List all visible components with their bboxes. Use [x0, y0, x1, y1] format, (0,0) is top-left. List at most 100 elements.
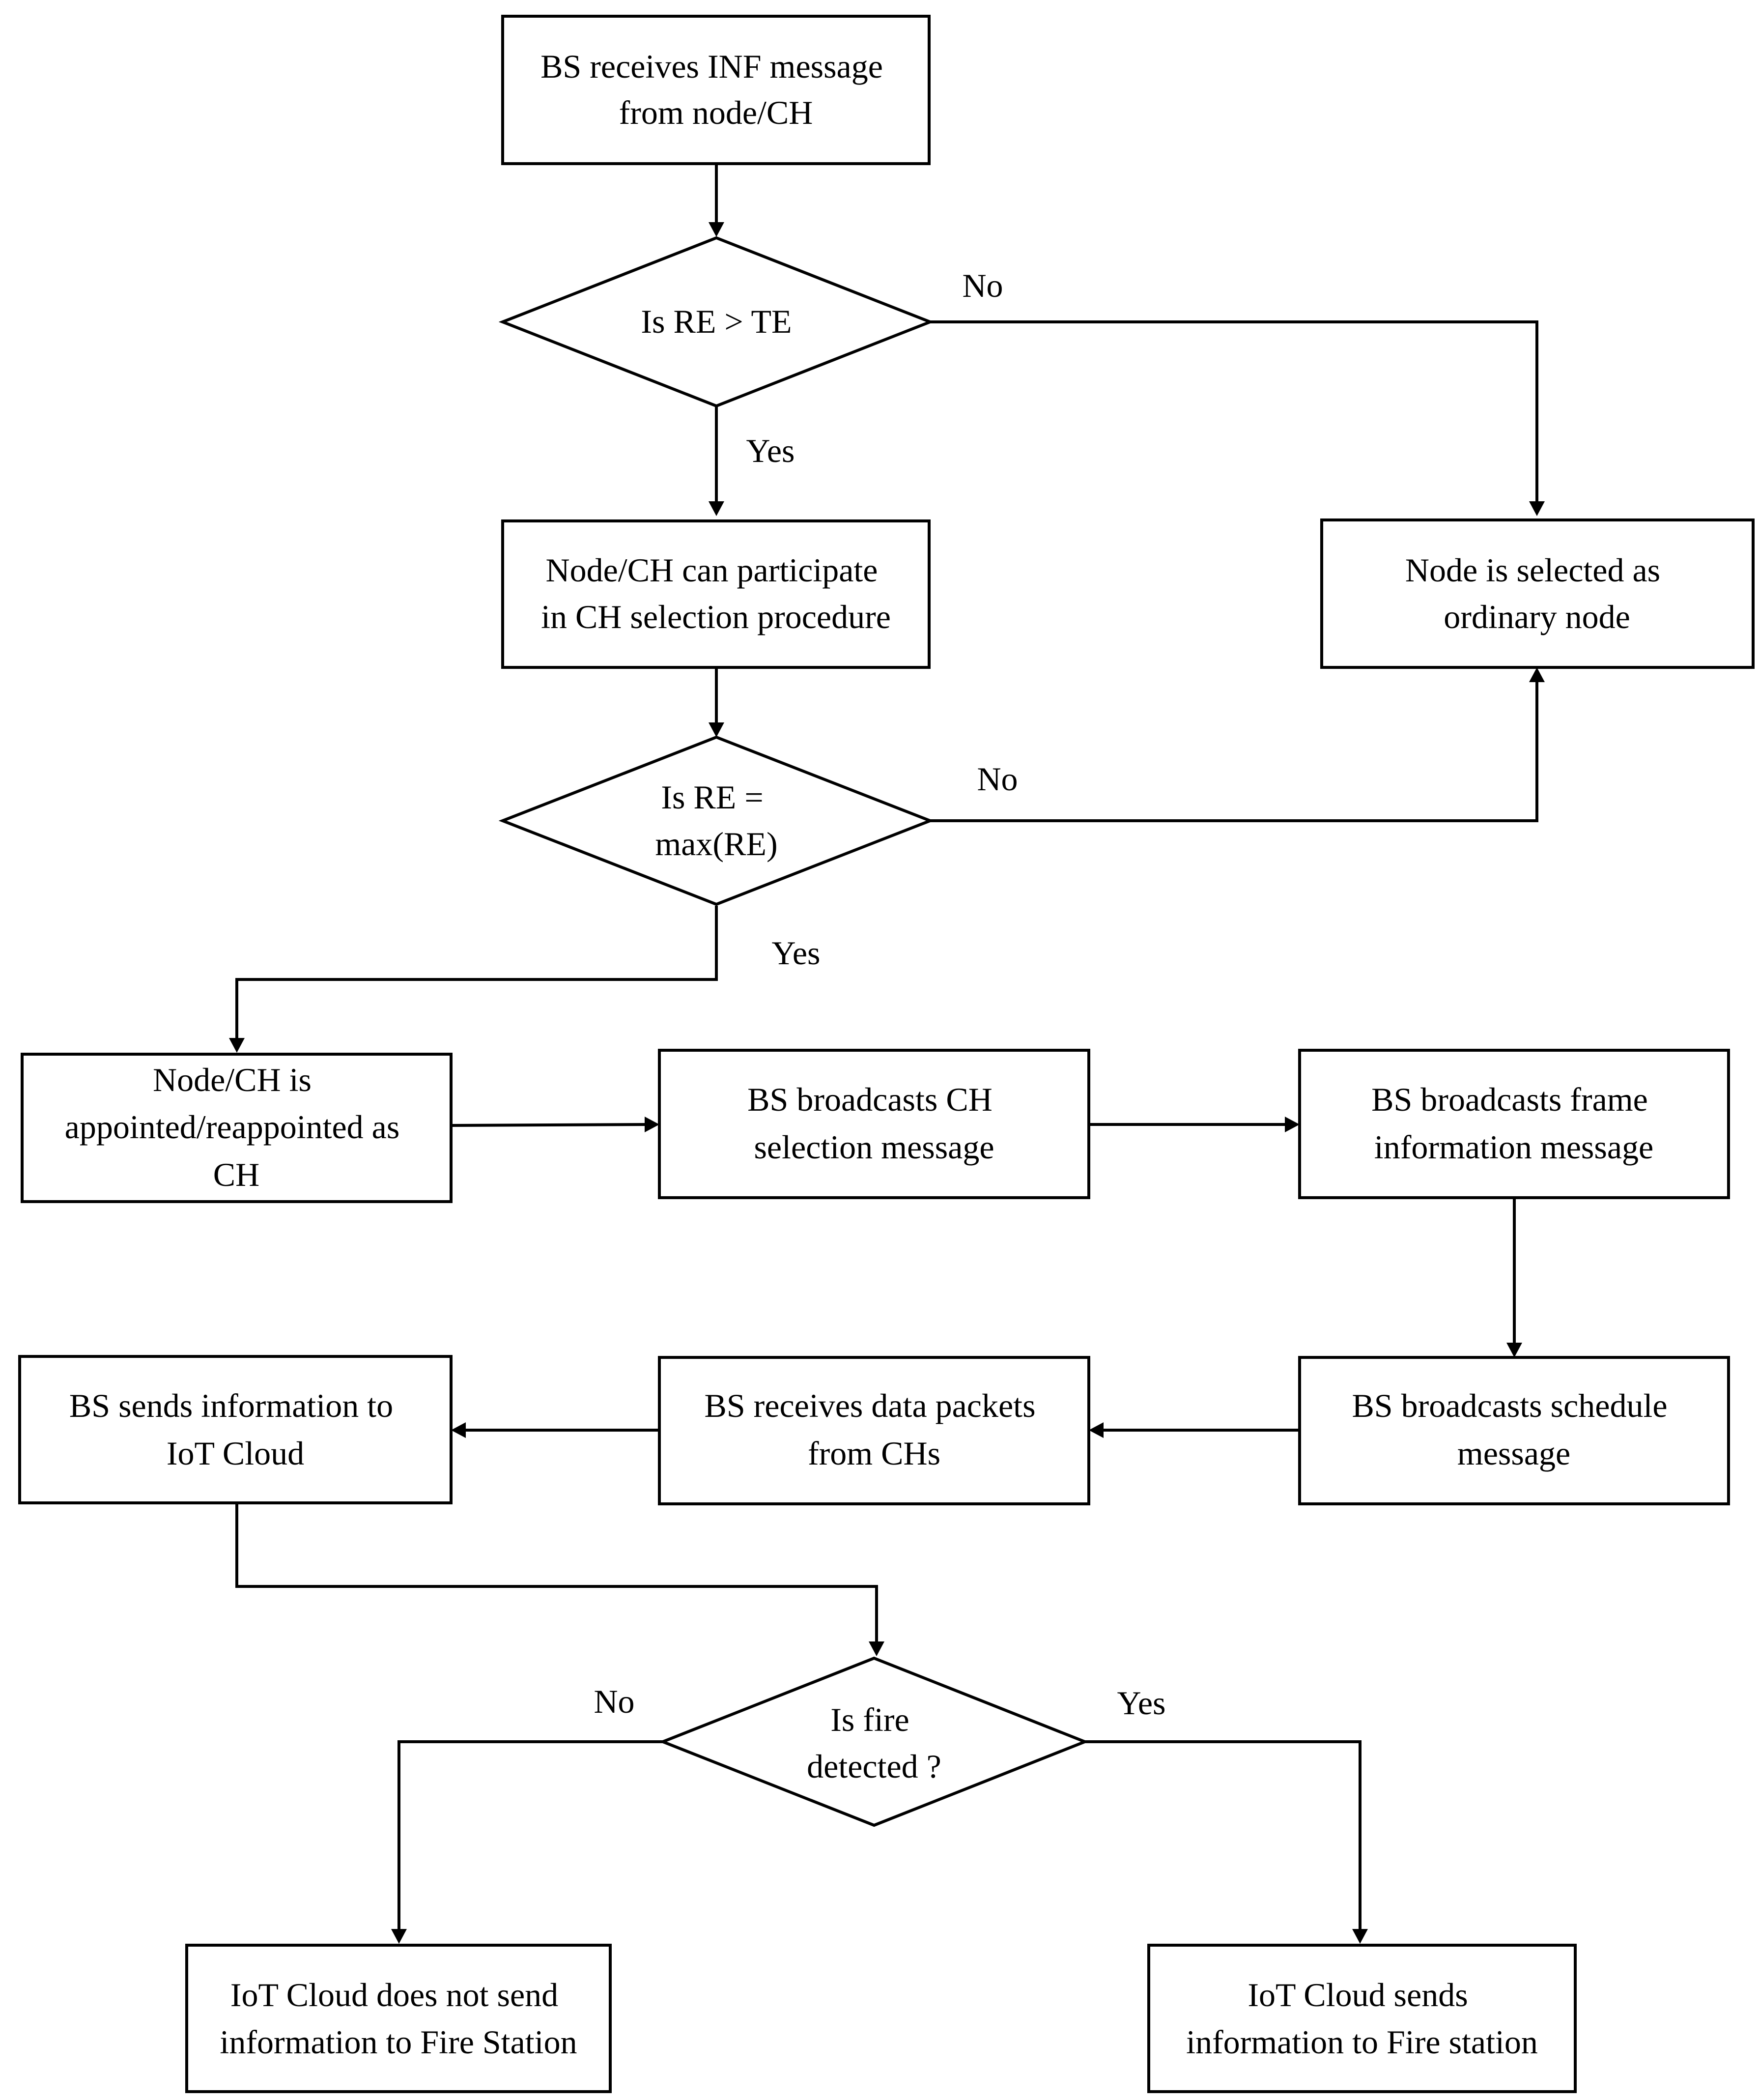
node-text-line: Is RE =	[661, 778, 763, 816]
node-broadcast-frame-info: BS broadcasts frame information message	[1298, 1049, 1730, 1199]
node-participate: Node/CH can participate in CH selection …	[501, 519, 931, 669]
decision-re-gt-te: Is RE > TE	[498, 236, 935, 408]
svg-text:Is fire detected ?: Is fire detected ?	[807, 1701, 941, 1785]
node-text-line: ordinary node	[1444, 598, 1630, 635]
node-text-line: BS broadcasts CH	[747, 1081, 993, 1118]
node-text-line: information to Fire Station	[220, 2023, 577, 2061]
edge-fire-yes	[1085, 1740, 1362, 1935]
edge-cloud-to-fire	[235, 1503, 878, 1648]
edge-label-yes: Yes	[1117, 1684, 1166, 1722]
process-box	[1147, 1944, 1577, 2093]
svg-text:Is RE = max(RE): Is RE = max(RE)	[655, 778, 777, 863]
svg-text:BS broadcasts CH selecti: BS broadcasts CH selection message	[747, 1081, 1001, 1166]
node-bs-receives-inf: BS receives INF message from node/CH	[501, 15, 931, 165]
edge-appointed-to-broadcast	[451, 1123, 652, 1127]
decision-fire-detected: Is fire detected ?	[658, 1656, 1089, 1827]
node-text-line: Is RE > TE	[641, 303, 792, 340]
node-text-line: CH	[213, 1156, 259, 1193]
node-text-line: IoT Cloud	[167, 1435, 304, 1472]
arrowhead	[869, 1641, 884, 1656]
edge-label-no: No	[962, 267, 1003, 304]
arrowhead	[229, 1038, 245, 1053]
node-text-line: information message	[1374, 1128, 1653, 1166]
svg-text:IoT Cloud does not send: IoT Cloud does not send information to F…	[220, 1976, 577, 2061]
node-text-line: IoT Cloud does not send	[230, 1976, 558, 2014]
arrowhead	[1529, 667, 1545, 682]
node-cloud-not-send: IoT Cloud does not send information to F…	[185, 1944, 612, 2093]
edge-label-yes: Yes	[746, 432, 795, 469]
edge-re-max-yes	[235, 906, 718, 1045]
node-cloud-sends: IoT Cloud sends information to Fire stat…	[1147, 1944, 1577, 2093]
edge-fire-no	[397, 1740, 663, 1935]
process-box	[1320, 518, 1755, 669]
node-text-line: Node/CH is	[153, 1061, 312, 1098]
svg-text:Node/CH can participate: Node/CH can participate in CH selection …	[541, 551, 891, 635]
process-box	[501, 15, 931, 165]
process-box	[658, 1049, 1090, 1199]
arrowhead	[1506, 1343, 1522, 1357]
arrowhead	[1089, 1422, 1104, 1438]
svg-text:BS broadcasts schedule m: BS broadcasts schedule message	[1352, 1387, 1675, 1472]
node-text-line: selection message	[754, 1128, 994, 1166]
node-text-line: IoT Cloud sends	[1248, 1976, 1468, 2014]
arrowhead	[1285, 1117, 1300, 1132]
decision-re-max: Is RE = max(RE)	[498, 735, 935, 906]
node-text-line: Is fire	[830, 1701, 909, 1738]
arrowhead	[709, 501, 724, 516]
svg-text:IoT Cloud sends informat: IoT Cloud sends information to Fire stat…	[1186, 1976, 1538, 2061]
decision-diamond	[498, 735, 935, 906]
node-text-line: detected ?	[807, 1748, 941, 1785]
edge-re-te-no	[930, 320, 1538, 508]
node-text-line: from CHs	[808, 1435, 940, 1472]
arrowhead	[1352, 1929, 1368, 1944]
node-broadcast-ch-selection: BS broadcasts CH selection message	[658, 1049, 1090, 1199]
svg-text:BS sends information to: BS sends information to IoT Cloud	[69, 1387, 401, 1472]
process-box	[658, 1356, 1090, 1505]
decision-diamond	[498, 236, 935, 408]
node-text-line: max(RE)	[655, 825, 777, 863]
node-text-line: BS broadcasts schedule	[1352, 1387, 1667, 1424]
node-broadcast-schedule: BS broadcasts schedule message	[1298, 1356, 1730, 1505]
node-text-line: BS receives INF message	[540, 48, 883, 85]
decision-diamond	[658, 1656, 1089, 1827]
process-box	[21, 1053, 453, 1203]
arrowhead	[1529, 501, 1545, 516]
arrowhead	[709, 222, 724, 237]
svg-text:BS broadcasts frame info: BS broadcasts frame information message	[1371, 1081, 1656, 1166]
node-sends-to-iot-cloud: BS sends information to IoT Cloud	[18, 1355, 453, 1504]
svg-text:BS receives INF message: BS receives INF message from node/CH	[540, 48, 891, 131]
process-box	[185, 1944, 612, 2093]
svg-text:Node is selected as ordi: Node is selected as ordinary node	[1405, 551, 1669, 635]
arrowhead	[391, 1929, 407, 1944]
node-appointed-ch: Node/CH is appointed/reappointed as CH	[21, 1053, 453, 1203]
edge-label-no: No	[594, 1683, 634, 1720]
node-text-line: appointed/reappointed as	[65, 1108, 400, 1146]
arrowhead	[451, 1422, 466, 1438]
process-box	[1298, 1356, 1730, 1505]
node-receives-data-packets: BS receives data packets from CHs	[658, 1356, 1090, 1505]
node-text-line: BS broadcasts frame	[1371, 1081, 1648, 1118]
edge-labels: No Yes No Yes No Yes	[594, 267, 1165, 1722]
process-box	[1298, 1049, 1730, 1199]
node-text-line: Node/CH can participate	[546, 551, 878, 589]
arrowhead	[709, 722, 724, 737]
edge-label-no: No	[977, 760, 1018, 798]
arrowhead	[645, 1117, 659, 1132]
process-box	[18, 1355, 453, 1504]
node-text-line: in CH selection procedure	[541, 598, 891, 635]
svg-text:Is RE > TE: Is RE > TE	[641, 303, 792, 340]
node-text-line: message	[1457, 1435, 1570, 1472]
node-text-line: BS receives data packets	[704, 1387, 1035, 1424]
node-text-line: information to Fire station	[1186, 2023, 1538, 2061]
svg-text:BS receives data packets: BS receives data packets from CHs	[704, 1387, 1044, 1472]
node-ordinary: Node is selected as ordinary node	[1320, 518, 1755, 669]
edge-re-max-no	[930, 676, 1538, 822]
connectors	[229, 165, 1545, 1944]
process-box	[501, 519, 931, 669]
edge-label-yes: Yes	[772, 934, 821, 972]
svg-text:Node/CH is appointed/rea: Node/CH is appointed/reappointed as CH	[65, 1061, 408, 1193]
node-text-line: BS sends information to	[69, 1387, 393, 1424]
node-text-line: from node/CH	[619, 94, 813, 131]
node-text-line: Node is selected as	[1405, 551, 1660, 589]
